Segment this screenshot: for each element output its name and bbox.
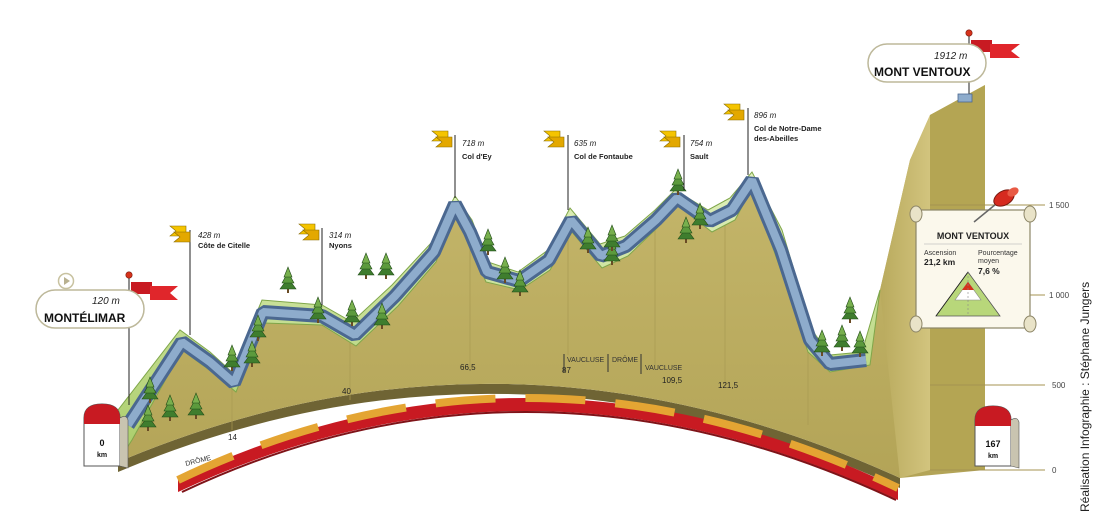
yellow-flag-icon bbox=[659, 130, 681, 148]
trees bbox=[139, 168, 869, 431]
km-marker-109-5: 109,5 bbox=[662, 376, 683, 385]
km-marker-121-5: 121,5 bbox=[718, 381, 739, 390]
finish-label-pill bbox=[867, 43, 987, 83]
finish-elevation: 1912 m bbox=[934, 51, 967, 62]
tree-icon bbox=[309, 296, 327, 323]
yellow-flag-icon bbox=[723, 103, 745, 121]
tree-icon bbox=[279, 266, 297, 293]
start-label-pill bbox=[35, 289, 145, 329]
summit-sault: 754 m Sault bbox=[659, 130, 713, 190]
tree-icon bbox=[691, 202, 709, 229]
summit-elevation: 754 m bbox=[690, 139, 713, 148]
tree-icon bbox=[223, 344, 241, 371]
info-panel: MONT VENTOUX Ascension 21,2 km Pourcenta… bbox=[909, 187, 1037, 333]
finish-km-unit: km bbox=[988, 453, 998, 460]
km-milestone-start: 0 km bbox=[83, 403, 129, 469]
altitude-tick-500: 500 bbox=[1052, 381, 1066, 390]
summit-name: Col de Fontaube bbox=[574, 152, 633, 161]
tree-icon bbox=[833, 324, 851, 351]
summit-elevation: 428 m bbox=[198, 231, 221, 240]
play-icon bbox=[57, 272, 75, 290]
summit-name: Côte de Citelle bbox=[198, 241, 250, 250]
summit-markers: 428 m Côte de Citelle 314 m Nyons 718 m … bbox=[169, 103, 822, 335]
tree-icon bbox=[511, 269, 529, 296]
gradient-label: Pourcentage bbox=[978, 250, 1018, 257]
start-name: MONTÉLIMAR bbox=[44, 310, 126, 325]
tree-icon bbox=[813, 329, 831, 356]
summit-elevation: 635 m bbox=[574, 139, 597, 148]
department-drome-2: DRÔME bbox=[612, 355, 638, 364]
gradient-value: 7,6 % bbox=[978, 266, 1000, 276]
tree-icon bbox=[141, 376, 159, 403]
summit-col-de-notre-dame-des-abeilles: 896 m Col de Notre-Dame des-Abeilles bbox=[723, 103, 822, 175]
km-marker-87: 87 bbox=[562, 366, 571, 375]
tree-icon bbox=[139, 404, 157, 431]
summit-name: Col de Notre-Dame bbox=[754, 124, 822, 133]
tree-icon bbox=[677, 216, 695, 243]
tree-icon bbox=[187, 392, 205, 419]
tree-icon bbox=[357, 252, 375, 279]
ascent-value: 21,2 km bbox=[924, 257, 956, 267]
yellow-flag-icon bbox=[431, 130, 453, 148]
km-milestone-finish: 167 km bbox=[974, 405, 1020, 469]
tree-icon bbox=[669, 168, 687, 195]
tree-icon bbox=[496, 256, 514, 283]
km-markers: 14 40 66,5 87 109,5 121,5 bbox=[228, 363, 739, 442]
summit-nyons: 314 m Nyons bbox=[298, 223, 352, 305]
credit-line: Réalisation Infographie : Stéphane Junge… bbox=[1078, 281, 1092, 512]
start-km-unit: km bbox=[97, 452, 107, 459]
summit-name: Sault bbox=[690, 152, 709, 161]
department-vaucluse-1: VAUCLUSE bbox=[567, 357, 605, 364]
start-km: 0 bbox=[99, 438, 104, 448]
finish-name: MONT VENTOUX bbox=[874, 65, 970, 79]
altitude-tick-0: 0 bbox=[1052, 466, 1057, 475]
km-marker-40: 40 bbox=[342, 387, 351, 396]
summit-cote-de-citelle: 428 m Côte de Citelle bbox=[169, 225, 250, 335]
ascent-label: Ascension bbox=[924, 250, 956, 257]
road bbox=[122, 176, 867, 429]
base-arch bbox=[118, 383, 900, 501]
profile-wall bbox=[118, 85, 1045, 478]
km-marker-14: 14 bbox=[228, 433, 237, 442]
tree-icon bbox=[841, 296, 859, 323]
tree-icon bbox=[249, 314, 267, 341]
tree-icon bbox=[479, 228, 497, 255]
start-elevation: 120 m bbox=[92, 296, 120, 307]
summit-name: Col d'Ey bbox=[462, 152, 493, 161]
finish-marker: 1912 m MONT VENTOUX 167 km bbox=[867, 29, 1020, 469]
yellow-flag-icon bbox=[169, 225, 191, 243]
start-marker: 120 m MONTÉLIMAR 0 km bbox=[35, 271, 178, 469]
summit-name: Nyons bbox=[329, 241, 352, 250]
altitude-tick-1500: 1 500 bbox=[1049, 201, 1070, 210]
pushpin-icon bbox=[973, 187, 1019, 223]
altitude-tick-1000: 1 000 bbox=[1049, 291, 1070, 300]
info-panel-title: MONT VENTOUX bbox=[937, 231, 1009, 241]
tree-icon bbox=[603, 224, 621, 251]
finish-km: 167 bbox=[985, 439, 1000, 449]
tree-icon bbox=[343, 299, 361, 326]
altitude-scale: 1 500 1 000 500 0 bbox=[1049, 201, 1070, 475]
summit-elevation: 896 m bbox=[754, 111, 777, 120]
summit-col-d-ey: 718 m Col d'Ey bbox=[431, 130, 493, 198]
summit-col-de-fontaube: 635 m Col de Fontaube bbox=[543, 130, 633, 210]
yellow-flag-icon bbox=[298, 223, 320, 241]
summit-name-line2: des-Abeilles bbox=[754, 134, 798, 143]
tree-icon bbox=[377, 252, 395, 279]
tree-icon bbox=[373, 302, 391, 329]
summit-elevation: 314 m bbox=[329, 231, 352, 240]
summit-elevation: 718 m bbox=[462, 139, 485, 148]
tree-icon bbox=[161, 394, 179, 421]
tree-icon bbox=[579, 226, 597, 253]
tree-icon bbox=[851, 330, 869, 357]
km-marker-66-5: 66,5 bbox=[460, 363, 476, 372]
gradient-label-line2: moyen bbox=[978, 258, 999, 265]
tree-icon bbox=[243, 340, 261, 367]
department-vaucluse-2: VAUCLUSE bbox=[645, 365, 683, 372]
yellow-flag-icon bbox=[543, 130, 565, 148]
mountain-icon bbox=[935, 271, 1001, 317]
